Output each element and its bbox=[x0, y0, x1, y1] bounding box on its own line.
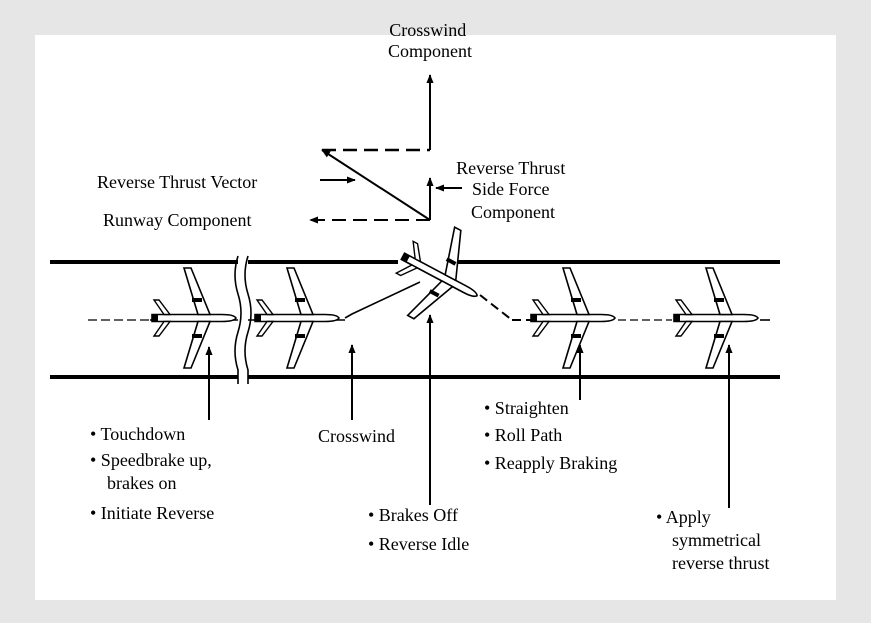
crosswind-component-label: Crosswind Component bbox=[388, 20, 472, 61]
crosswind-drift-path bbox=[344, 281, 421, 319]
vector-diagram: Crosswind Component Reverse Thrust Vecto… bbox=[97, 20, 570, 230]
runway-break-left bbox=[234, 255, 242, 384]
callout-arrows bbox=[205, 314, 733, 508]
runway-component-label: Runway Component bbox=[103, 210, 252, 230]
airplane-icon bbox=[378, 211, 502, 341]
airplane-icon bbox=[673, 267, 759, 369]
runway-break-right bbox=[244, 255, 252, 384]
brakes-off-callout: • Brakes Off • Reverse Idle bbox=[368, 505, 469, 554]
runway-left-section bbox=[50, 260, 238, 379]
reverse-thrust-vector-arrow bbox=[321, 149, 431, 221]
runway bbox=[50, 255, 780, 384]
apply-symmetrical-callout: • Apply symmetrical reverse thrust bbox=[656, 507, 769, 573]
airplane-icon bbox=[151, 267, 237, 369]
recovery-dashed-path bbox=[479, 294, 513, 321]
reverse-thrust-vector-label: Reverse Thrust Vector bbox=[97, 172, 257, 192]
touchdown-callout: • Touchdown • Speedbrake up, brakes on •… bbox=[90, 424, 216, 523]
straighten-callout: • Straighten • Roll Path • Reapply Braki… bbox=[484, 398, 617, 473]
runway-right-section bbox=[248, 260, 780, 379]
airplane-icon bbox=[530, 267, 616, 369]
airplane-icon bbox=[254, 267, 340, 369]
side-force-component-label: Reverse Thrust Side Force Component bbox=[456, 158, 570, 222]
crosswind-callout: Crosswind bbox=[318, 426, 395, 446]
